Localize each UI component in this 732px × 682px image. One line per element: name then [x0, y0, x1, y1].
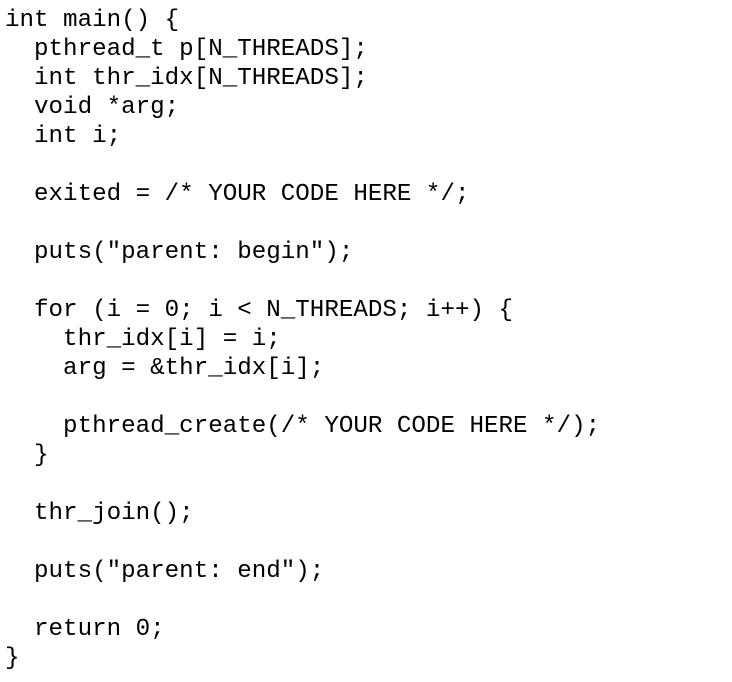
code-line: puts("parent: begin"); — [5, 239, 354, 266]
code-line — [5, 383, 600, 412]
code-line: } — [5, 645, 20, 672]
code-line — [5, 267, 600, 296]
code-line: int i; — [5, 123, 122, 150]
code-line: puts("parent: end"); — [5, 558, 325, 585]
code-line: exited = /* YOUR CODE HERE */; — [5, 181, 470, 208]
code-line: return 0; — [5, 616, 165, 643]
code-line: for (i = 0; i < N_THREADS; i++) { — [5, 297, 514, 324]
code-line: int thr_idx[N_THREADS]; — [5, 65, 368, 92]
code-line: pthread_create(/* YOUR CODE HERE */); — [5, 413, 601, 440]
code-line — [5, 470, 600, 499]
code-line — [5, 528, 600, 557]
code-line: thr_idx[i] = i; — [5, 326, 281, 353]
code-line — [5, 586, 600, 615]
code-line — [5, 209, 600, 238]
code-line: pthread_t p[N_THREADS]; — [5, 36, 368, 63]
code-line: } — [5, 442, 49, 469]
code-line: void *arg; — [5, 94, 180, 121]
code-listing: int main() { pthread_t p[N_THREADS]; int… — [5, 6, 600, 673]
code-line: int main() { — [5, 7, 180, 34]
code-line — [5, 151, 600, 180]
code-line: arg = &thr_idx[i]; — [5, 355, 325, 382]
code-line: thr_join(); — [5, 500, 194, 527]
